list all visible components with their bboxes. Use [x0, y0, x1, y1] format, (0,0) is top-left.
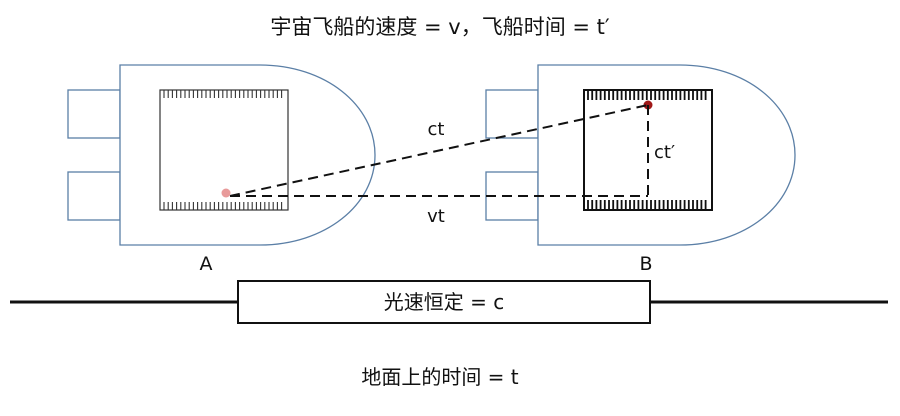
ship-a-engine-bottom	[67, 171, 121, 221]
ship-b-label: B	[639, 253, 652, 275]
diagonal-light-path	[229, 104, 649, 197]
ship-a-engine-top	[67, 89, 121, 139]
ship-a	[67, 64, 376, 246]
vertical-label: ct′	[654, 142, 675, 163]
title: 宇宙飞船的速度 = v，飞船时间 = t′	[270, 15, 610, 39]
ship-b-mirror-teeth	[587, 90, 707, 210]
ship-a-mirror-teeth	[163, 90, 283, 210]
ground-time-label: 地面上的时间 = t	[361, 365, 518, 389]
ship-a-light-source	[221, 188, 231, 198]
ship-a-label: A	[200, 253, 213, 275]
horizontal-label: vt	[427, 206, 445, 227]
light-speed-box	[237, 280, 651, 324]
diagonal-label: ct	[428, 119, 445, 140]
light-speed-label: 光速恒定 = c	[384, 290, 504, 314]
ship-b	[485, 64, 796, 246]
